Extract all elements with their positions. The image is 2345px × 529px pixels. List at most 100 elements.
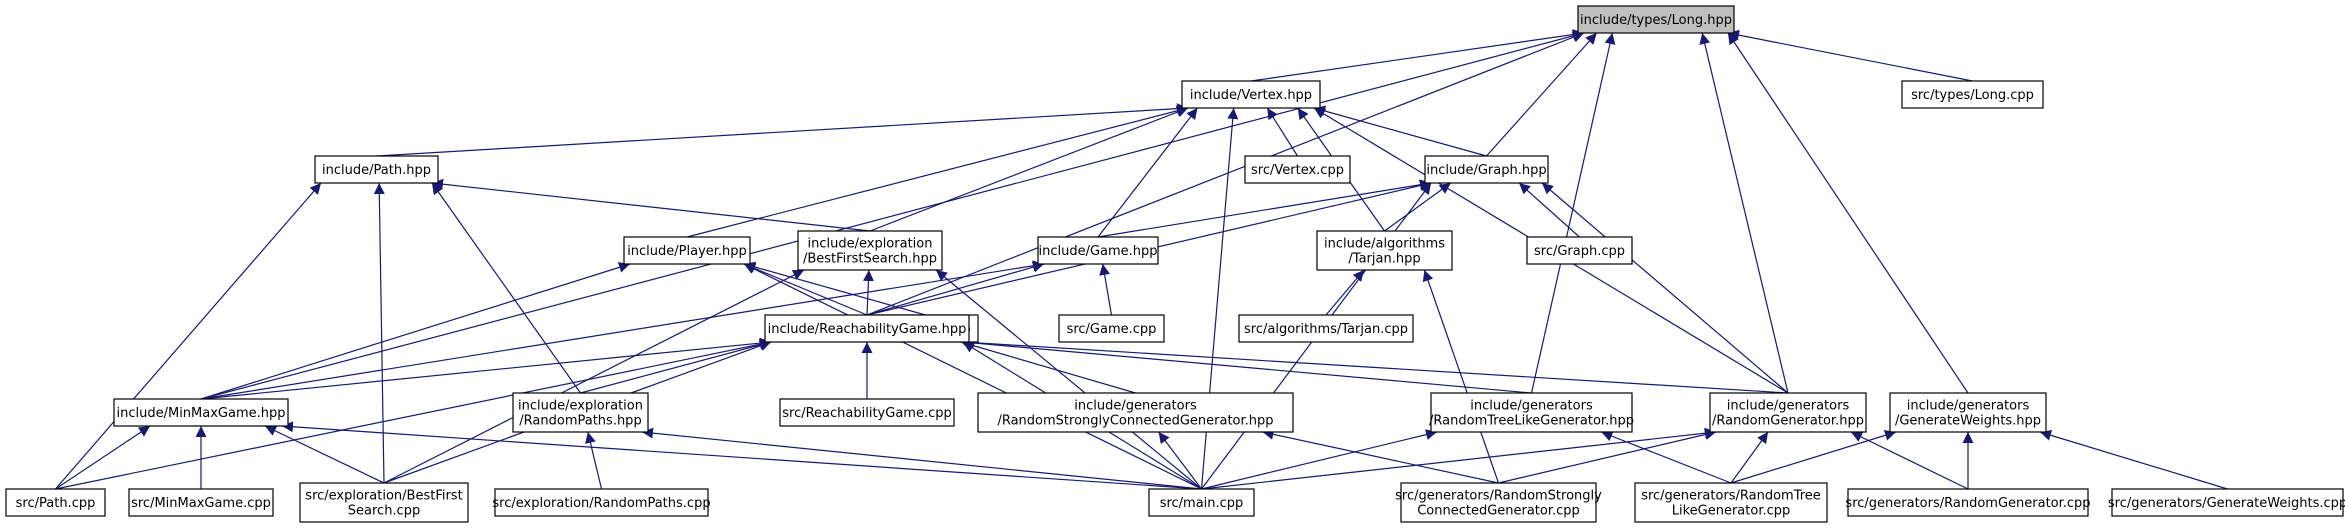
node-tarjan-cpp[interactable]: src/algorithms/Tarjan.cpp — [1238, 314, 1414, 343]
node-path-cpp[interactable]: src/Path.cpp — [5, 488, 106, 517]
node-box — [2111, 488, 2344, 517]
edge-rtlg-cpp-to-rg-hpp — [1730, 431, 1769, 484]
node-reach-cpp[interactable]: src/ReachabilityGame.cpp — [779, 398, 955, 427]
edge-path-hpp-to-vertex-hpp — [376, 103, 1189, 157]
node-box — [797, 230, 943, 271]
node-label: src/generators/RandomGenerator.cpp — [1845, 496, 2090, 511]
node-vertex-cpp[interactable]: src/Vertex.cpp — [1244, 155, 1351, 184]
node-label: include/Vertex.hpp — [1190, 88, 1312, 103]
node-label: src/main.cpp — [1160, 496, 1244, 511]
node-label: LikeGenerator.cpp — [1672, 504, 1791, 519]
node-path-hpp[interactable]: include/Path.hpp — [314, 155, 439, 184]
edge-rscg-hpp-to-reach-hpp — [960, 339, 1136, 394]
node-reach-hpp[interactable]: include/ReachabilityGame.hpp — [764, 314, 970, 343]
node-graph-cpp[interactable]: src/Graph.cpp — [1526, 236, 1633, 265]
edge-graph-cpp-to-graph-hpp — [1518, 182, 1580, 238]
node-rtlg-hpp[interactable]: include/generators/RandomTreeLikeGenerat… — [1429, 392, 1634, 433]
node-label: include/generators — [1907, 399, 2030, 414]
node-box — [1148, 488, 1255, 517]
edge-bfs-cpp-to-path-hpp — [373, 182, 385, 484]
node-box — [1037, 236, 1159, 265]
node-box — [1244, 155, 1351, 184]
edge-rscg-cpp-to-rscg-hpp — [1262, 428, 1499, 484]
node-box — [1889, 392, 2047, 433]
node-rg-hpp[interactable]: include/generators/RandomGenerator.hpp — [1709, 392, 1867, 433]
edge-rscg-cpp-to-tarjan-hpp — [1422, 269, 1500, 484]
edge-path-cpp-to-minmax-hpp — [55, 425, 151, 490]
node-box — [1181, 80, 1321, 109]
node-box — [1424, 155, 1549, 184]
node-game-hpp[interactable]: include/Game.hpp — [1037, 236, 1159, 265]
edge-game-cpp-to-game-hpp — [1099, 263, 1113, 316]
node-box — [779, 398, 955, 427]
node-box — [512, 392, 649, 433]
edge-randpaths-hpp-to-reach-hpp — [580, 339, 772, 394]
node-label: /RandomPaths.hpp — [519, 414, 641, 429]
node-box — [1526, 236, 1633, 265]
node-rscg-hpp[interactable]: include/generators/RandomStronglyConnect… — [977, 392, 1294, 433]
node-rg-cpp[interactable]: src/generators/RandomGenerator.cpp — [1845, 488, 2091, 517]
edge-long-cpp-to-long-hpp — [1727, 29, 1973, 82]
node-minmax-hpp[interactable]: include/MinMaxGame.hpp — [113, 398, 289, 427]
node-game-cpp[interactable]: src/Game.cpp — [1058, 314, 1165, 343]
node-player-hpp[interactable]: include/Player.hpp — [623, 236, 751, 265]
node-randpaths-hpp[interactable]: include/exploration/RandomPaths.hpp — [512, 392, 649, 433]
node-tarjan-hpp[interactable]: include/algorithms/Tarjan.hpp — [1316, 230, 1453, 271]
edge-randpaths-cpp-to-randpaths-hpp — [585, 431, 603, 490]
edge-rtlg-cpp-to-rtlg-hpp — [1601, 430, 1732, 484]
node-vertex-hpp[interactable]: include/Vertex.hpp — [1181, 80, 1321, 109]
node-long-hpp[interactable]: include/types/Long.hpp — [1577, 5, 1735, 34]
node-label: Search.cpp — [348, 504, 420, 519]
node-label: include/generators — [1470, 399, 1593, 414]
node-rscg-cpp[interactable]: src/generators/RandomStronglyConnectedGe… — [1395, 482, 1602, 523]
node-label: include/types/Long.hpp — [1580, 13, 1732, 28]
node-bfs-cpp[interactable]: src/exploration/BestFirstSearch.cpp — [299, 482, 469, 523]
node-label: src/generators/GenerateWeights.cpp — [2108, 496, 2345, 511]
edge-minmax-hpp-to-player-hpp — [200, 262, 631, 400]
node-box — [128, 488, 274, 517]
node-minmax-cpp[interactable]: src/MinMaxGame.cpp — [128, 488, 274, 517]
edge-main-cpp-to-randpaths-hpp — [641, 427, 1202, 490]
edges-layer — [55, 29, 2228, 490]
node-label: include/Graph.hpp — [1426, 163, 1546, 178]
node-label: /BestFirstSearch.hpp — [803, 252, 937, 267]
edge-rg-hpp-to-reach-hpp — [962, 337, 1789, 394]
edge-graph-hpp-to-vertex-hpp — [1313, 105, 1487, 157]
edge-bfs-hpp-to-vertex-hpp — [869, 106, 1189, 232]
edge-rg-hpp-to-long-hpp — [1699, 32, 1789, 394]
node-long-cpp[interactable]: src/types/Long.cpp — [1901, 80, 2044, 109]
node-label: include/Path.hpp — [322, 163, 431, 178]
node-label: include/Game.hpp — [1038, 244, 1157, 259]
edge-graph-hpp-to-long-hpp — [1486, 32, 1598, 157]
node-bfs-hpp[interactable]: include/exploration/BestFirstSearch.hpp — [797, 230, 943, 271]
edge-bfs-hpp-to-path-hpp — [431, 178, 871, 232]
edge-rg-hpp-to-graph-hpp — [1541, 182, 1789, 394]
node-box — [113, 398, 289, 427]
node-gw-hpp[interactable]: include/generators/GenerateWeights.hpp — [1889, 392, 2047, 433]
node-gw-cpp[interactable]: src/generators/GenerateWeights.cpp — [2108, 488, 2345, 517]
edge-main-cpp-to-rscg-hpp — [1158, 431, 1202, 490]
node-box — [977, 392, 1294, 433]
node-label: src/Vertex.cpp — [1251, 163, 1344, 178]
node-box — [1901, 80, 2044, 109]
node-label: src/Game.cpp — [1067, 322, 1157, 337]
node-label: src/algorithms/Tarjan.cpp — [1244, 322, 1408, 337]
node-box — [1238, 314, 1414, 343]
edge-rtlg-cpp-to-gw-hpp — [1730, 429, 1897, 484]
node-randpaths-cpp[interactable]: src/exploration/RandomPaths.cpp — [492, 488, 711, 517]
node-box — [314, 155, 439, 184]
node-label: /Tarjan.hpp — [1348, 252, 1420, 267]
node-main-cpp[interactable]: src/main.cpp — [1148, 488, 1255, 517]
edge-rtlg-hpp-to-reach-hpp — [962, 337, 1532, 394]
edge-bfs-cpp-to-minmax-hpp — [264, 425, 385, 484]
node-box — [1430, 392, 1633, 433]
node-rtlg-cpp[interactable]: src/generators/RandomTreeLikeGenerator.c… — [1634, 482, 1828, 523]
edge-minmax-hpp-to-reach-hpp — [200, 337, 772, 400]
node-label: /RandomTreeLikeGenerator.hpp — [1429, 414, 1634, 429]
node-graph-hpp[interactable]: include/Graph.hpp — [1424, 155, 1549, 184]
edge-main-cpp-to-rtlg-hpp — [1201, 429, 1438, 490]
node-label: include/MinMaxGame.hpp — [117, 406, 286, 421]
node-box — [299, 482, 469, 523]
node-label: src/exploration/BestFirst — [305, 489, 462, 504]
